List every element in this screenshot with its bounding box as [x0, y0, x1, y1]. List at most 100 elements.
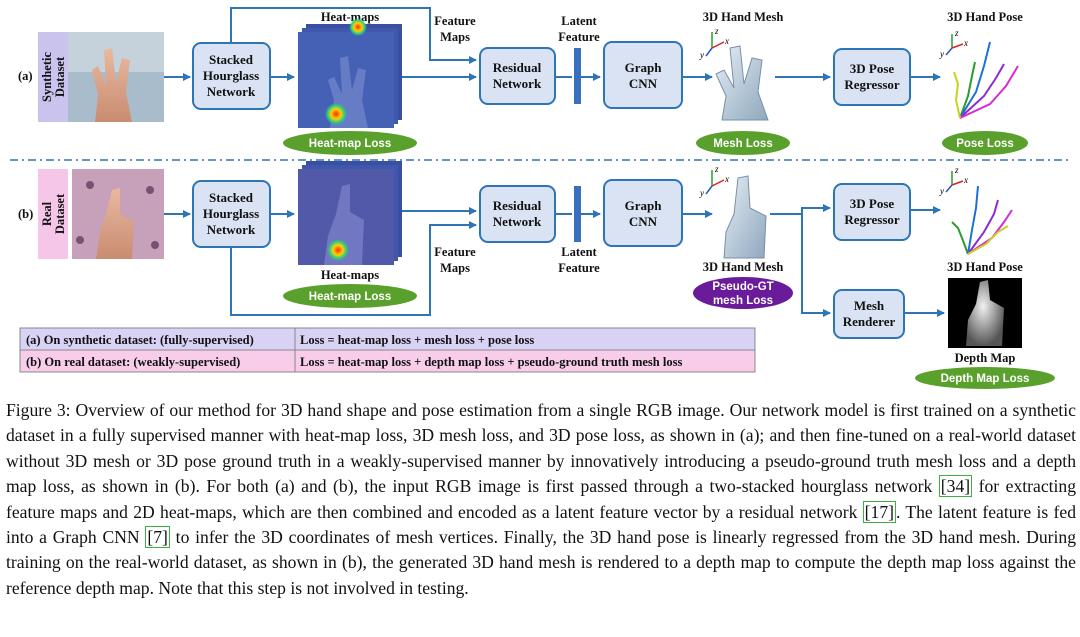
hand-mesh-b	[723, 175, 767, 259]
axes-icon-pose-b: z x y	[939, 165, 968, 196]
caption-part-2: for extracting feature maps and 2D heat-…	[6, 476, 1076, 522]
real-dataset-label-2: Dataset	[53, 193, 67, 234]
pipeline-figure: (a) Synthetic Dataset Stacked Hourglass …	[10, 7, 1070, 389]
axis-x-a: x	[724, 36, 729, 46]
residual-a-text-2: Network	[493, 76, 542, 91]
feature-maps-b-text-2: Maps	[440, 261, 470, 275]
axis-y-b: y	[699, 188, 704, 198]
synthetic-dataset-label-1: Synthetic	[40, 52, 54, 102]
heatmap-loss-a	[283, 131, 417, 155]
axes-icon-pose-a: z x y	[939, 28, 968, 59]
graph-cnn-b	[603, 179, 683, 247]
heatmaps-b	[298, 161, 402, 265]
row-b-label: (b)	[18, 207, 33, 221]
feature-maps-a-text-1: Feature	[434, 14, 476, 28]
graph-cnn-a-text-2: CNN	[629, 76, 658, 91]
heatmaps-b-title: Heat-maps	[321, 268, 379, 282]
axis-z-pose-a: z	[954, 28, 959, 38]
residual-b-text-1: Residual	[493, 198, 542, 213]
hand-skeleton-b	[951, 185, 1013, 255]
axis-y-a: y	[699, 50, 704, 60]
axis-x-pose-a: x	[963, 38, 968, 48]
axis-y-pose-b: y	[939, 186, 944, 196]
pseudo-loss-text-1: Pseudo-GT	[712, 281, 773, 293]
axis-y-pose-a: y	[939, 49, 944, 59]
heatmaps-a-title: Heat-maps	[321, 10, 379, 24]
citation-34-link[interactable]: [34]	[938, 475, 973, 498]
synthetic-dataset-tag	[38, 32, 68, 122]
latent-feature-b	[574, 186, 581, 242]
mesh-b-title: 3D Hand Mesh	[703, 260, 784, 274]
hand-mesh-a	[715, 45, 769, 121]
loss-legend-table: (a) On synthetic dataset: (fully-supervi…	[19, 327, 756, 373]
mesh-loss-a	[696, 131, 790, 155]
graph-cnn-b-text-2: CNN	[629, 214, 658, 229]
legend-row-b-left: (b) On real dataset: (weakly-supervised)	[26, 355, 240, 369]
latent-b-text-1: Latent	[561, 245, 597, 259]
axis-z-pose-b: z	[954, 165, 959, 175]
depth-map-image	[948, 278, 1022, 348]
depth-map-title: Depth Map	[955, 351, 1016, 365]
real-input-image	[72, 169, 164, 259]
pseudo-gt-loss	[693, 277, 793, 309]
legend-row-a-left: (a) On synthetic dataset: (fully-supervi…	[26, 333, 254, 347]
depth-map-loss-text: Depth Map Loss	[941, 373, 1030, 385]
pose-loss-a	[942, 131, 1028, 155]
pose-regressor-b	[833, 183, 911, 241]
pose-loss-a-text: Pose Loss	[956, 138, 1014, 150]
caption-part-3: . The latent feature is fed into a Graph…	[6, 501, 1076, 548]
hourglass-a-text-1: Stacked	[209, 52, 254, 67]
latent-a-text-2: Feature	[558, 30, 600, 44]
heatmap-loss-b-text: Heat-map Loss	[309, 291, 391, 303]
hourglass-b-text-2: Hourglass	[203, 206, 259, 221]
row-b: (b) Real Dataset Stacked Hourglass Netwo…	[18, 161, 1055, 389]
pose-regressor-b-text-2: Regressor	[844, 212, 900, 227]
synthetic-input-image	[68, 32, 164, 122]
feature-maps-a-text-2: Maps	[440, 30, 470, 44]
hand-skeleton-a	[953, 41, 1019, 119]
legend-row-b-right: Loss = heat-map loss + depth map loss + …	[300, 355, 682, 369]
mesh-renderer-text-1: Mesh	[854, 298, 885, 313]
real-dataset-tag	[38, 169, 68, 259]
axis-x-b: x	[724, 174, 729, 184]
axis-z-b: z	[714, 164, 719, 174]
heatmap-loss-b	[283, 284, 417, 308]
mesh-renderer-text-2: Renderer	[843, 314, 896, 329]
citation-17-link[interactable]: [17]	[862, 500, 896, 523]
axes-icon-mesh-b: z x y	[699, 164, 729, 198]
pose-b-title: 3D Hand Pose	[947, 260, 1023, 274]
hourglass-a-text-3: Network	[207, 84, 256, 99]
latent-feature-a	[574, 48, 581, 104]
pose-a-title: 3D Hand Pose	[947, 10, 1023, 24]
axis-x-pose-b: x	[963, 175, 968, 185]
citation-7-link[interactable]: [7]	[145, 526, 170, 549]
hourglass-b-text-3: Network	[207, 222, 256, 237]
residual-b-text-2: Network	[493, 214, 542, 229]
heatmaps-a	[298, 18, 402, 128]
caption-part-4: to infer the 3D coordinates of mesh vert…	[6, 527, 1076, 598]
graph-cnn-a	[603, 41, 683, 109]
pose-regressor-b-text-1: 3D Pose	[850, 196, 895, 211]
row-a-label: (a)	[18, 69, 33, 83]
depth-map-loss	[915, 367, 1055, 389]
residual-a-text-1: Residual	[493, 60, 542, 75]
caption-part-1: Figure 3: Overview of our method for 3D …	[6, 400, 1076, 497]
figure-caption: Figure 3: Overview of our method for 3D …	[6, 398, 1076, 601]
latent-a-text-1: Latent	[561, 14, 597, 28]
axes-icon-mesh-a: z x y	[699, 26, 729, 60]
heatmap-loss-a-text: Heat-map Loss	[309, 138, 391, 150]
synthetic-dataset-label-2: Dataset	[53, 56, 67, 97]
mesh-loss-a-text: Mesh Loss	[713, 138, 772, 150]
mesh-a-title: 3D Hand Mesh	[703, 10, 784, 24]
hourglass-a-text-2: Hourglass	[203, 68, 259, 83]
feature-maps-b-text-1: Feature	[434, 245, 476, 259]
legend-row-a-right: Loss = heat-map loss + mesh loss + pose …	[300, 333, 534, 347]
pose-regressor-a-text-1: 3D Pose	[850, 61, 895, 76]
latent-b-text-2: Feature	[558, 261, 600, 275]
real-dataset-label-1: Real	[40, 201, 54, 226]
graph-cnn-a-text-1: Graph	[625, 60, 663, 75]
pose-regressor-a-text-2: Regressor	[844, 77, 900, 92]
graph-cnn-b-text-1: Graph	[625, 198, 663, 213]
axis-z-a: z	[714, 26, 719, 36]
row-a: (a) Synthetic Dataset Stacked Hourglass …	[18, 7, 1028, 155]
